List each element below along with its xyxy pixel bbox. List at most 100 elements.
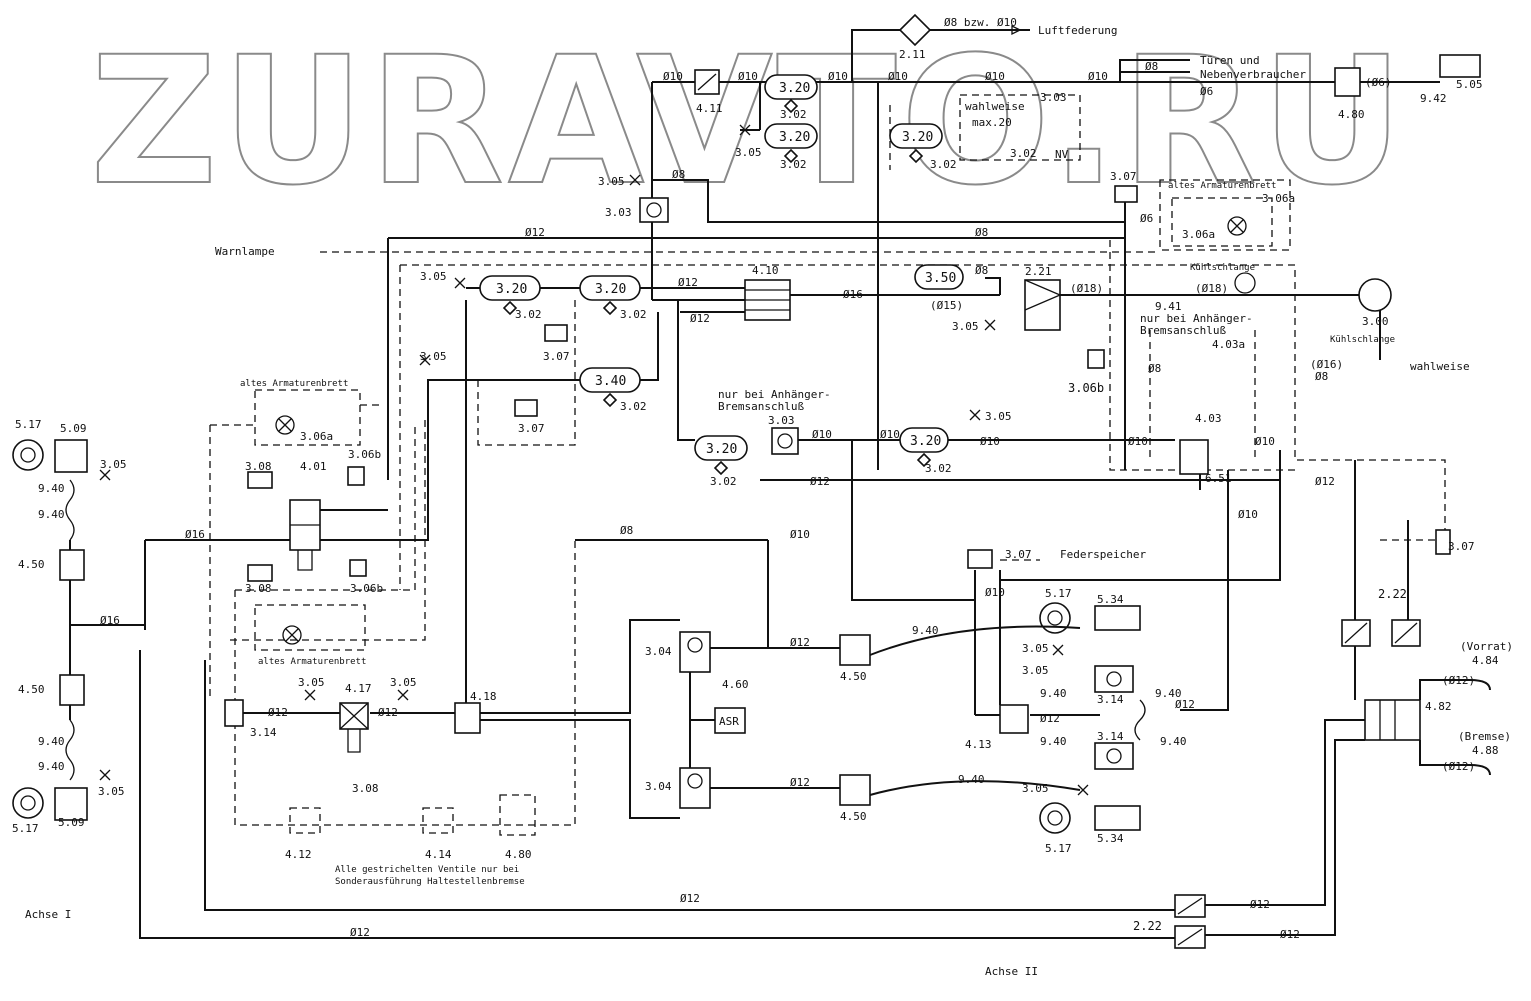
coupling-4-88[interactable]	[1469, 764, 1491, 776]
valve-3-14-right-bottom[interactable]	[1094, 742, 1134, 770]
component-5-05[interactable]	[1439, 54, 1481, 78]
label-5-17-c: 5.17	[1045, 587, 1072, 600]
footnote-2: Sonderausführung Haltestellenbremse	[335, 877, 525, 887]
label-3-08-c: 3.08	[352, 782, 379, 795]
label-3-05-b: 3.05	[598, 175, 625, 188]
pipe-d16-3: Ø16	[100, 614, 120, 627]
label-9-40-g: 9.40	[1040, 687, 1067, 700]
valve-4-80-top[interactable]	[1334, 67, 1361, 97]
pipe-d10-6: Ø10	[1088, 70, 1108, 83]
reservoir-2[interactable]: 3.20	[764, 123, 818, 149]
pipe-d12-9: Ø12	[790, 776, 810, 789]
asr-label: ASR	[719, 715, 739, 728]
pipe-d8-3: Ø8	[975, 226, 988, 239]
label-9-40-i: 9.40	[1040, 735, 1067, 748]
label-4-17: 4.17	[345, 682, 372, 695]
reservoir-6-label: 3.40	[595, 374, 626, 389]
valve-3-07-b[interactable]	[514, 399, 538, 417]
panel-old-dashboard-3	[1171, 197, 1273, 247]
label-4-11: 4.11	[696, 102, 723, 115]
pipe-d15p: (Ø15)	[930, 299, 963, 312]
valve-4-13[interactable]	[999, 704, 1029, 734]
dashed-pipes	[209, 94, 1446, 826]
valve-3-08-a[interactable]	[247, 471, 273, 489]
component-blocks: ASR	[12, 13, 1491, 949]
pipe-d10-5: Ø10	[985, 70, 1005, 83]
note-altes-armaturenbrett-2: altes Armaturenbrett	[258, 657, 366, 667]
pipe-d12-6: Ø12	[268, 706, 288, 719]
valve-3-07-a[interactable]	[544, 324, 568, 342]
wheel-5-17-top	[12, 439, 44, 471]
valve-4-60-asr[interactable]	[714, 707, 746, 734]
footnote-1: Alle gestrichelten Ventile nur bei	[335, 865, 519, 875]
valve-4-50-left-bottom[interactable]	[59, 674, 85, 706]
valve-2-21[interactable]	[1024, 279, 1061, 331]
note-wahlweise-max: wahlweise	[965, 100, 1025, 113]
valve-3-07-top[interactable]	[1114, 185, 1138, 203]
actuator-5-34-bottom[interactable]	[1094, 805, 1141, 831]
valve-3-07-d[interactable]	[1435, 529, 1451, 555]
valve-4-14[interactable]	[422, 807, 454, 834]
label-4-80-top: 4.80	[1338, 108, 1365, 121]
actuator-5-34-top[interactable]	[1094, 605, 1141, 631]
pipe-d8-4: Ø8	[975, 264, 988, 277]
label-3-05-d: 3.05	[952, 320, 979, 333]
valve-3-06b-left-2[interactable]	[349, 559, 367, 577]
valve-4-82[interactable]	[1364, 699, 1421, 741]
pipe-d10-2: Ø10	[738, 70, 758, 83]
valve-4-03[interactable]	[1179, 439, 1209, 475]
reservoir-8[interactable]: 3.20	[899, 427, 949, 453]
label-3-06a-left: 3.06a	[300, 430, 333, 443]
label-3-08-b: 3.08	[245, 582, 272, 595]
pipe-d16-2: Ø16	[185, 528, 205, 541]
label-9-40-f: 9.40	[958, 773, 985, 786]
panel-old-dashboard-2	[254, 604, 366, 651]
valve-4-50-right-bottom[interactable]	[839, 774, 871, 806]
valve-3-03-top[interactable]	[639, 197, 669, 223]
note-warnlampe: Warnlampe	[215, 245, 275, 258]
label-3-07-top: 3.07	[1110, 170, 1137, 183]
pipe-d12-12: Ø12	[680, 892, 700, 905]
valve-3-03-mid[interactable]	[771, 427, 799, 455]
label-3-02-d: 3.02	[1010, 147, 1037, 160]
actuator-5-09-bottom[interactable]	[54, 787, 88, 821]
solid-pipes	[69, 29, 1470, 939]
valve-3-14-right-top[interactable]	[1094, 665, 1134, 693]
coupling-4-84[interactable]	[1469, 679, 1491, 691]
valve-2-11[interactable]	[898, 13, 932, 47]
valve-4-50-right-top[interactable]	[839, 634, 871, 666]
valve-4-18[interactable]	[454, 702, 481, 734]
panel-old-dashboard-1	[254, 389, 361, 446]
valve-3-07-c[interactable]	[967, 549, 993, 569]
reservoir-6[interactable]: 3.40	[579, 367, 641, 393]
valve-3-06b[interactable]	[1087, 349, 1105, 369]
pipe-d16-1: Ø16	[843, 288, 863, 301]
label-3-06a-top: 3.06a	[1262, 192, 1295, 205]
label-9-40-j: 9.40	[1160, 735, 1187, 748]
drain-valves	[502, 98, 932, 476]
actuator-5-09-top[interactable]	[54, 439, 88, 473]
pipe-d12-3: Ø12	[690, 312, 710, 325]
reservoir-3[interactable]: 3.20	[889, 123, 943, 149]
label-4-03a: 4.03a	[1212, 338, 1245, 351]
valve-4-50-left-top[interactable]	[59, 549, 85, 581]
valve-3-14-left[interactable]	[224, 699, 244, 727]
reservoir-4[interactable]: 3.20	[479, 275, 541, 301]
label-3-02-c: 3.02	[930, 158, 957, 171]
reservoir-7[interactable]: 3.20	[694, 435, 748, 461]
reservoir-3-50[interactable]: 3.50	[914, 264, 964, 290]
reservoir-1[interactable]: 3.20	[764, 74, 818, 100]
note-anhaenger-2a: nur bei Anhänger-	[718, 388, 831, 401]
note-max20: max.20	[972, 116, 1012, 129]
valve-3-08-b[interactable]	[247, 564, 273, 582]
wheel-5-17-right-bottom	[1039, 802, 1071, 834]
valve-4-12[interactable]	[289, 807, 321, 834]
label-3-06a-mid: 3.06a	[1182, 228, 1215, 241]
compressor-3-00[interactable]	[1358, 278, 1392, 312]
label-3-02-g: 3.02	[620, 400, 647, 413]
label-5-05: 5.05	[1456, 78, 1483, 91]
valve-3-06b-left-1[interactable]	[347, 466, 365, 486]
reservoir-5[interactable]: 3.20	[579, 275, 641, 301]
valve-4-80-dashed[interactable]	[499, 794, 536, 836]
